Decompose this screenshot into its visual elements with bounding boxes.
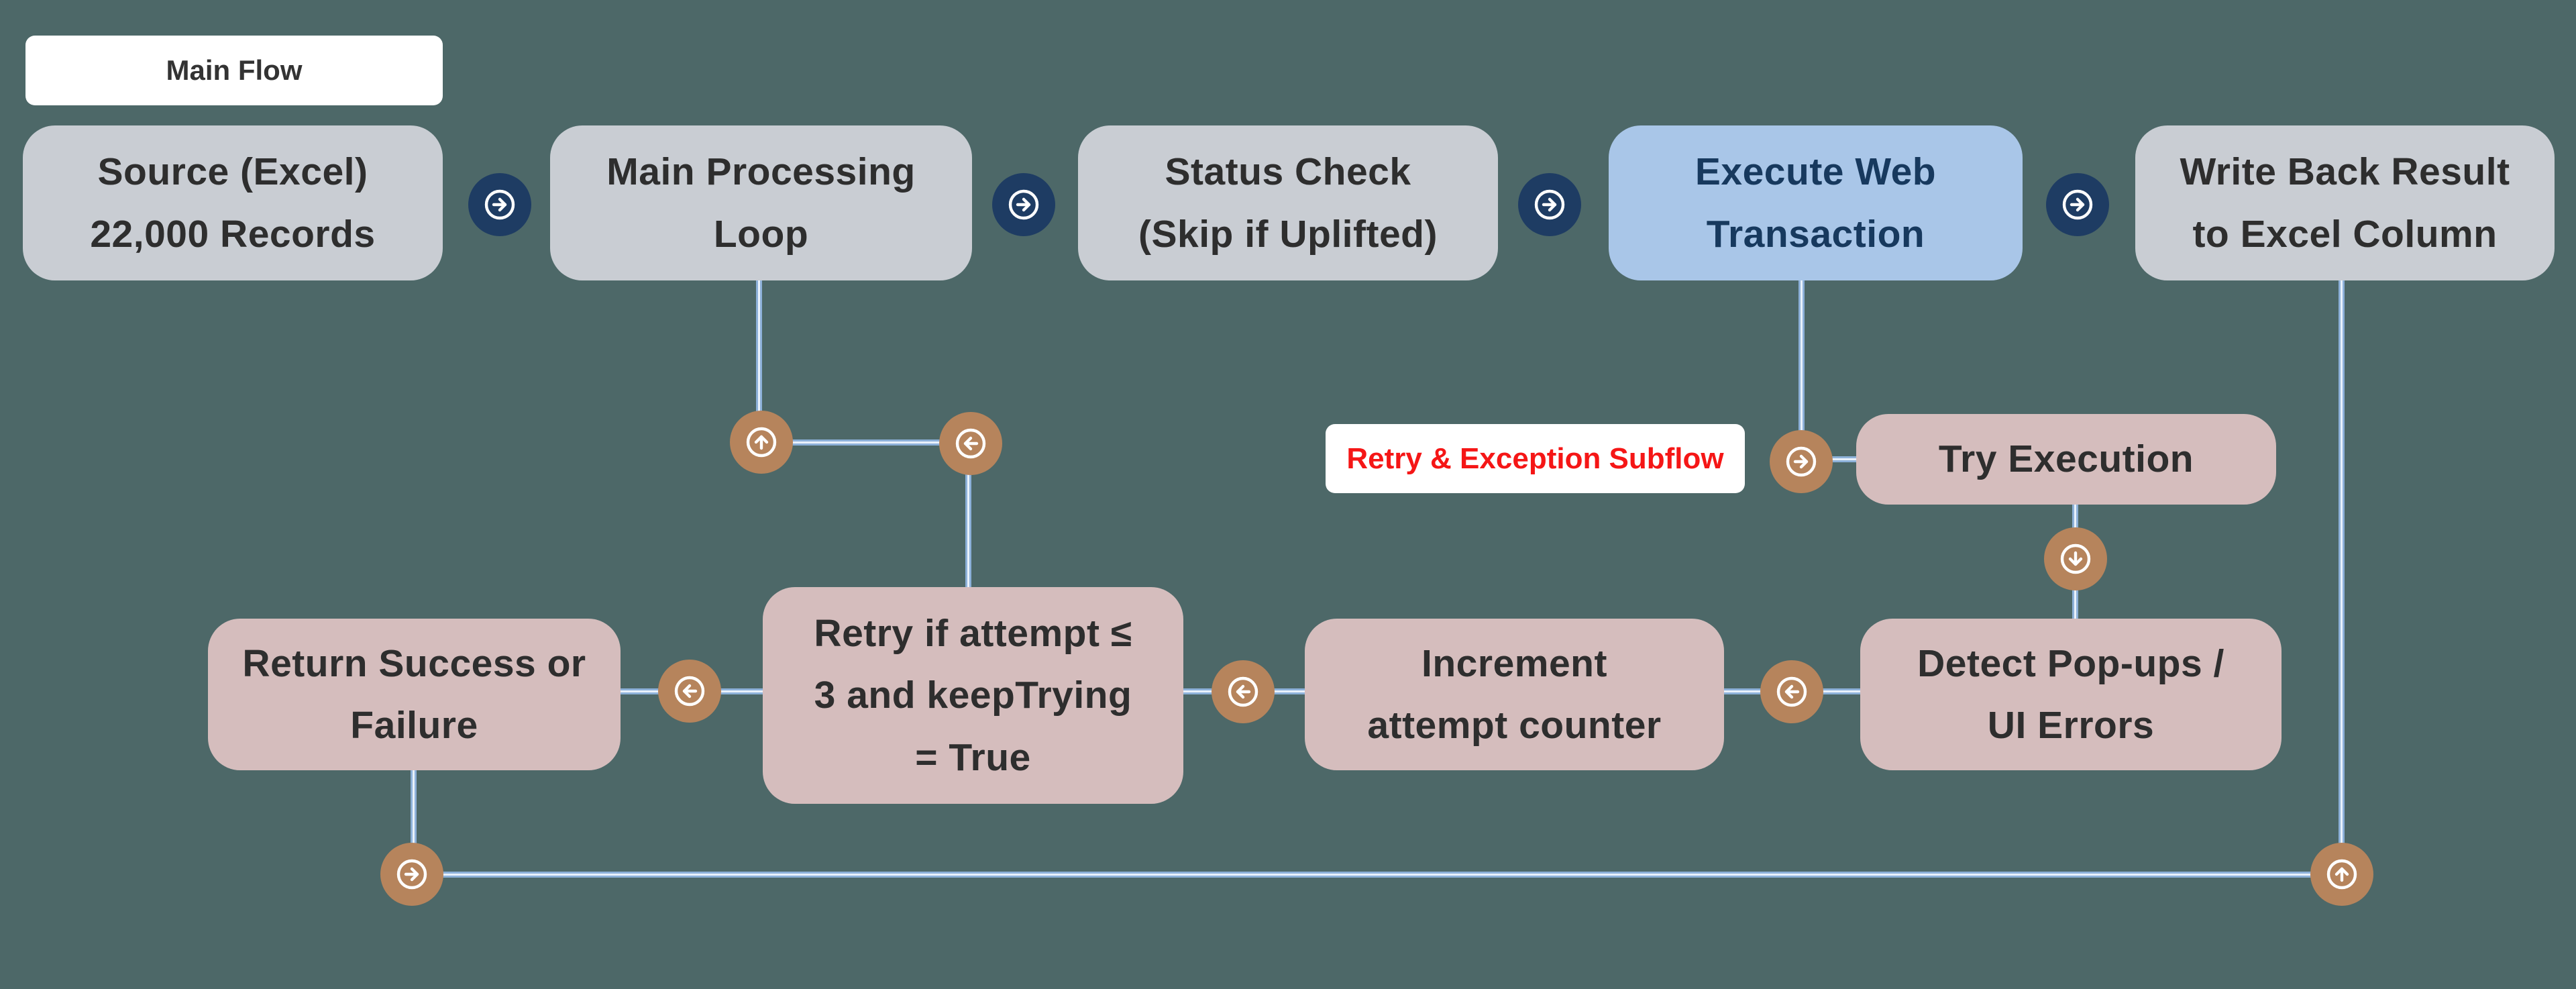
retry-exception-subflow-label: Retry & Exception Subflow (1326, 424, 1745, 493)
line-up-to-left-connector (792, 439, 941, 446)
line-subflow-to-try (1830, 456, 1858, 462)
connector-subflow-entry (1770, 430, 1833, 493)
node-main-processing-loop: Main Processing Loop (550, 125, 972, 280)
connector-try-to-detect (2044, 527, 2107, 590)
node-try-execution: Try Execution (1856, 414, 2276, 505)
connector-status-to-execute (1518, 173, 1581, 236)
arrow-left-circle-icon (955, 428, 986, 459)
arrow-up-circle-icon (746, 427, 777, 458)
node-increment-counter: Increment attempt counter (1305, 619, 1724, 770)
arrow-right-circle-icon (484, 189, 515, 220)
connector-bottom-to-write (2310, 843, 2373, 906)
connector-retry-loop-up (730, 411, 793, 474)
node-write-back-result: Write Back Result to Excel Column (2135, 125, 2555, 280)
line-return-to-bottom (411, 770, 417, 845)
arrow-right-circle-icon (2062, 189, 2093, 220)
line-bottom-to-write (2339, 280, 2345, 845)
connector-loop-to-status (992, 173, 1055, 236)
line-loop-to-up-connector (756, 280, 762, 414)
arrow-left-circle-icon (1776, 676, 1807, 707)
arrow-down-circle-icon (2060, 543, 2091, 574)
connector-execute-to-write (2046, 173, 2109, 236)
node-detect-popups: Detect Pop-ups / UI Errors (1860, 619, 2282, 770)
node-return-success-failure: Return Success or Failure (208, 619, 621, 770)
connector-increment-to-retry (1212, 660, 1275, 723)
connector-detect-to-increment (1760, 660, 1823, 723)
arrow-up-circle-icon (2326, 859, 2357, 890)
arrow-left-circle-icon (674, 676, 705, 707)
arrow-right-circle-icon (1534, 189, 1565, 220)
arrow-left-circle-icon (1228, 676, 1258, 707)
line-left-connector-to-retry (965, 473, 971, 588)
line-execute-to-subflow (1799, 280, 1805, 434)
main-flow-label: Main Flow (25, 36, 443, 105)
connector-source-to-loop (468, 173, 531, 236)
connector-retry-loop-left (939, 412, 1002, 475)
connector-retry-to-return (658, 660, 721, 723)
node-status-check: Status Check (Skip if Uplifted) (1078, 125, 1498, 280)
node-retry-condition: Retry if attempt ≤ 3 and keepTrying = Tr… (763, 587, 1183, 804)
connector-return-to-bottom (380, 843, 443, 906)
arrow-right-circle-icon (1786, 446, 1817, 477)
arrow-right-circle-icon (1008, 189, 1039, 220)
arrow-right-circle-icon (396, 859, 427, 890)
node-execute-web-transaction: Execute Web Transaction (1609, 125, 2023, 280)
line-bottom-flow (441, 872, 2313, 878)
node-source-excel: Source (Excel) 22,000 Records (23, 125, 443, 280)
